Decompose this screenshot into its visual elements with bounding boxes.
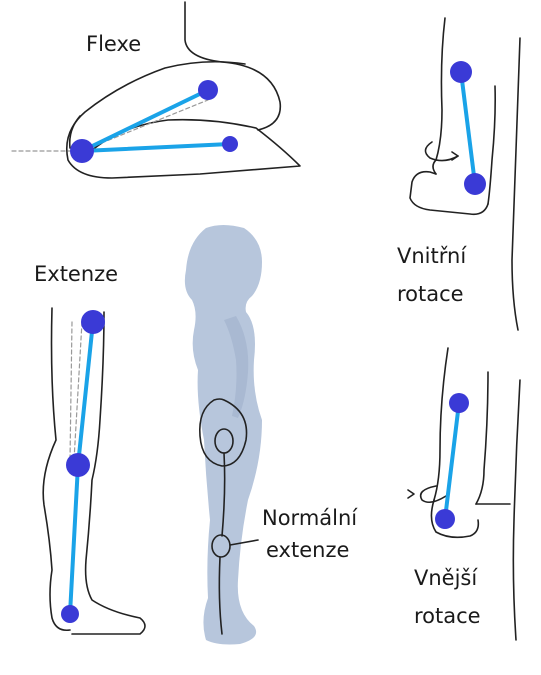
extension-figure [43,308,145,634]
flexion-label: Flexe [86,32,141,57]
internal-segments [461,72,475,184]
internal-hip-joint [450,61,472,83]
external-rotation-label-line1: Vnější [414,566,477,591]
external-arrow-head [408,490,414,498]
internal-thigh-segment [461,72,475,184]
extension-shank-segment [70,465,78,614]
normal-extension-label-line2: extenze [266,538,349,563]
silhouette-figure [185,225,262,645]
normal-extension-label-line1: Normální [262,506,357,531]
extension-joints [61,310,105,623]
extension-knee-joint [66,453,90,477]
extension-guide-1 [70,322,72,460]
external-hip-joint [449,393,469,413]
internal-knee-joint [464,173,486,195]
internal-rotation-label-line1: Vnitřní [397,244,466,269]
external-standing-leg [513,380,520,640]
extension-leg-back [43,308,70,630]
extension-hip-joint [81,310,105,334]
external-leg-thigh-front [476,372,488,504]
flexion-figure [12,2,300,178]
body-silhouette [185,225,262,645]
internal-arrow-head [452,152,458,160]
flexion-hip-outline [185,2,280,130]
external-knee-joint [435,509,455,529]
flexion-shank-segment [82,144,230,151]
extension-label: Extenze [34,262,118,287]
external-rotation-figure [408,348,520,640]
external-thigh-segment [445,403,459,519]
internal-rotation-label-line2: rotace [397,282,464,307]
internal-rotation-arrow [425,142,458,161]
internal-leg-thigh-front [488,86,495,204]
flexion-leg-outline [67,62,300,178]
flexion-ankle-joint [222,136,238,152]
external-segments [445,403,459,519]
extension-ankle-joint [61,605,79,623]
flexion-hip-joint [198,80,218,100]
external-leg-thigh-back [434,348,448,500]
internal-standing-leg [512,38,520,330]
flexion-knee-joint [70,139,94,163]
internal-foot-top [433,160,436,174]
external-rotation-label-line2: rotace [414,604,481,629]
internal-leg-thigh-back [436,18,445,160]
